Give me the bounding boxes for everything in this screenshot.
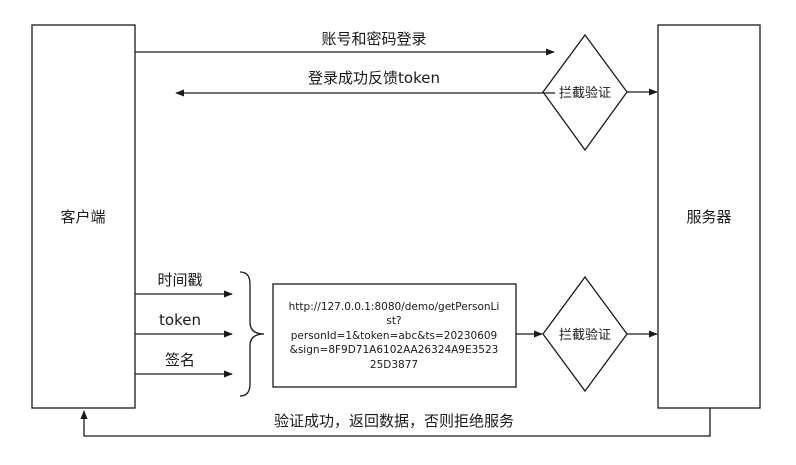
intercept-bottom-node: 拦截验证 [542,275,628,393]
login-response-edge: 登录成功反馈token [175,69,555,97]
return-data-edge: 验证成功，返回数据，否则拒绝服务 [80,408,711,437]
login-response-label: 登录成功反馈token [308,69,440,87]
intercept-bottom-label: 拦截验证 [559,327,611,343]
request-url-line4: &sign=8F9D71A6102AA26324A9E3523 [290,344,499,356]
login-request-edge: 账号和密码登录 [135,30,555,56]
param-signature: 签名 [135,351,233,378]
param-signature-label: 签名 [165,351,195,369]
request-url-box: http://127.0.0.1:8080/demo/getPersonLi s… [272,283,517,388]
intercept-top-label: 拦截验证 [559,85,611,101]
param-timestamp: 时间戳 [135,271,233,298]
server-label: 服务器 [686,208,731,226]
curly-brace [239,271,265,397]
param-token: token [135,311,233,338]
client-node: 客户端 [31,24,136,409]
login-request-label: 账号和密码登录 [321,30,426,48]
server-node: 服务器 [657,24,761,409]
request-url-line3: personId=1&token=abc&ts=20230609 [291,330,497,342]
intercept-top-node: 拦截验证 [542,33,628,152]
request-url-line5: 25D3877 [370,359,418,371]
return-data-label: 验证成功，返回数据，否则拒绝服务 [274,412,514,430]
request-url-line2: st? [386,315,401,327]
client-label: 客户端 [60,208,105,226]
param-timestamp-label: 时间戳 [157,271,202,289]
request-url-line1: http://127.0.0.1:8080/demo/getPersonLi [289,301,500,313]
param-token-label: token [159,311,201,329]
